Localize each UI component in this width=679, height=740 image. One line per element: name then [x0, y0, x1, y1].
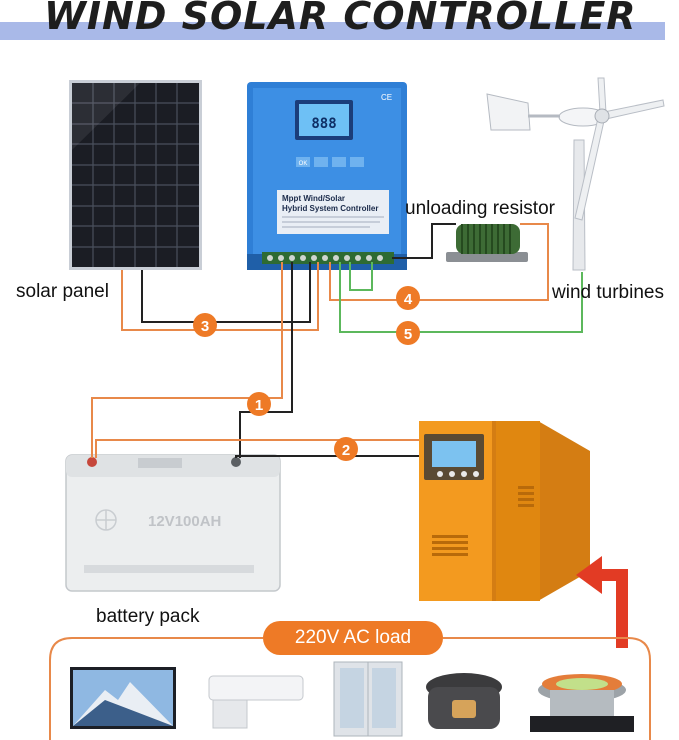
- solar-panel-label: solar panel: [16, 281, 109, 302]
- battery-pack-label: battery pack: [96, 606, 200, 627]
- wire-resistor-c: [392, 248, 433, 259]
- inverter-icon: [419, 421, 590, 601]
- title-bar: WIND SOLAR CONTROLLER: [0, 0, 679, 46]
- resistor-icon: [446, 224, 528, 262]
- controller-button-up[interactable]: [332, 157, 346, 167]
- page-title: WIND SOLAR CONTROLLER: [44, 0, 637, 38]
- wire-solar-negative: [141, 262, 311, 323]
- unloading-resistor-label: unloading resistor: [405, 198, 555, 219]
- badge-4: [396, 286, 420, 310]
- badge-1: [247, 392, 271, 416]
- lcd-display: 888: [311, 116, 336, 132]
- wire-battery-negative: [239, 262, 293, 458]
- wire-turbine: [339, 262, 583, 333]
- badge-5: [396, 321, 420, 345]
- controller-button-down[interactable]: [314, 157, 328, 167]
- tv-icon: [70, 667, 176, 729]
- controller-icon: 888 CE OK Mppt Wind/Solar Hybrid System …: [247, 82, 407, 270]
- badge-3: [193, 313, 217, 337]
- wire-solar-positive: [121, 262, 319, 331]
- wire-inverter-negative: [235, 455, 419, 458]
- badge-2-label: 2: [342, 442, 350, 459]
- controller-panel-title-1: Mppt Wind/Solar: [282, 194, 345, 203]
- refrigerator-icon: [333, 661, 403, 737]
- wiring: [91, 223, 583, 458]
- induction-cooker-icon: [530, 674, 634, 732]
- ce-mark: CE: [381, 93, 392, 102]
- title-band: [0, 22, 665, 40]
- solar-panel-icon: [69, 80, 202, 270]
- ac-load-label: 220V AC load: [263, 621, 443, 655]
- badge-2: [334, 437, 358, 461]
- arrow-icon: [576, 556, 628, 648]
- badge-3-label: 3: [201, 318, 209, 335]
- button-ok-label: OK: [299, 161, 308, 167]
- battery-rating: 12V100AH: [148, 513, 221, 530]
- controller-button-set[interactable]: [350, 157, 364, 167]
- badge-5-label: 5: [404, 326, 412, 343]
- wind-turbine-icon: [486, 77, 665, 271]
- wire-resistor-a: [329, 223, 549, 301]
- controller-button-ok[interactable]: [296, 157, 310, 167]
- wire-battery-positive: [91, 262, 283, 458]
- rice-cooker-icon: [426, 673, 502, 729]
- connection-badges: 1 2 3 4 5: [193, 286, 420, 461]
- battery-icon: 12V100AH: [65, 454, 281, 592]
- badge-1-label: 1: [255, 397, 263, 414]
- controller-panel-title-2: Hybrid System Controller: [282, 204, 378, 213]
- load-frame: [49, 637, 651, 740]
- badge-4-label: 4: [404, 291, 413, 308]
- wire-resistor-b: [431, 223, 456, 248]
- wind-turbines-label: wind turbines: [552, 282, 664, 303]
- air-conditioner-icon: [208, 675, 304, 729]
- wire-turbine-b: [349, 262, 373, 291]
- wire-inverter-positive: [95, 439, 419, 458]
